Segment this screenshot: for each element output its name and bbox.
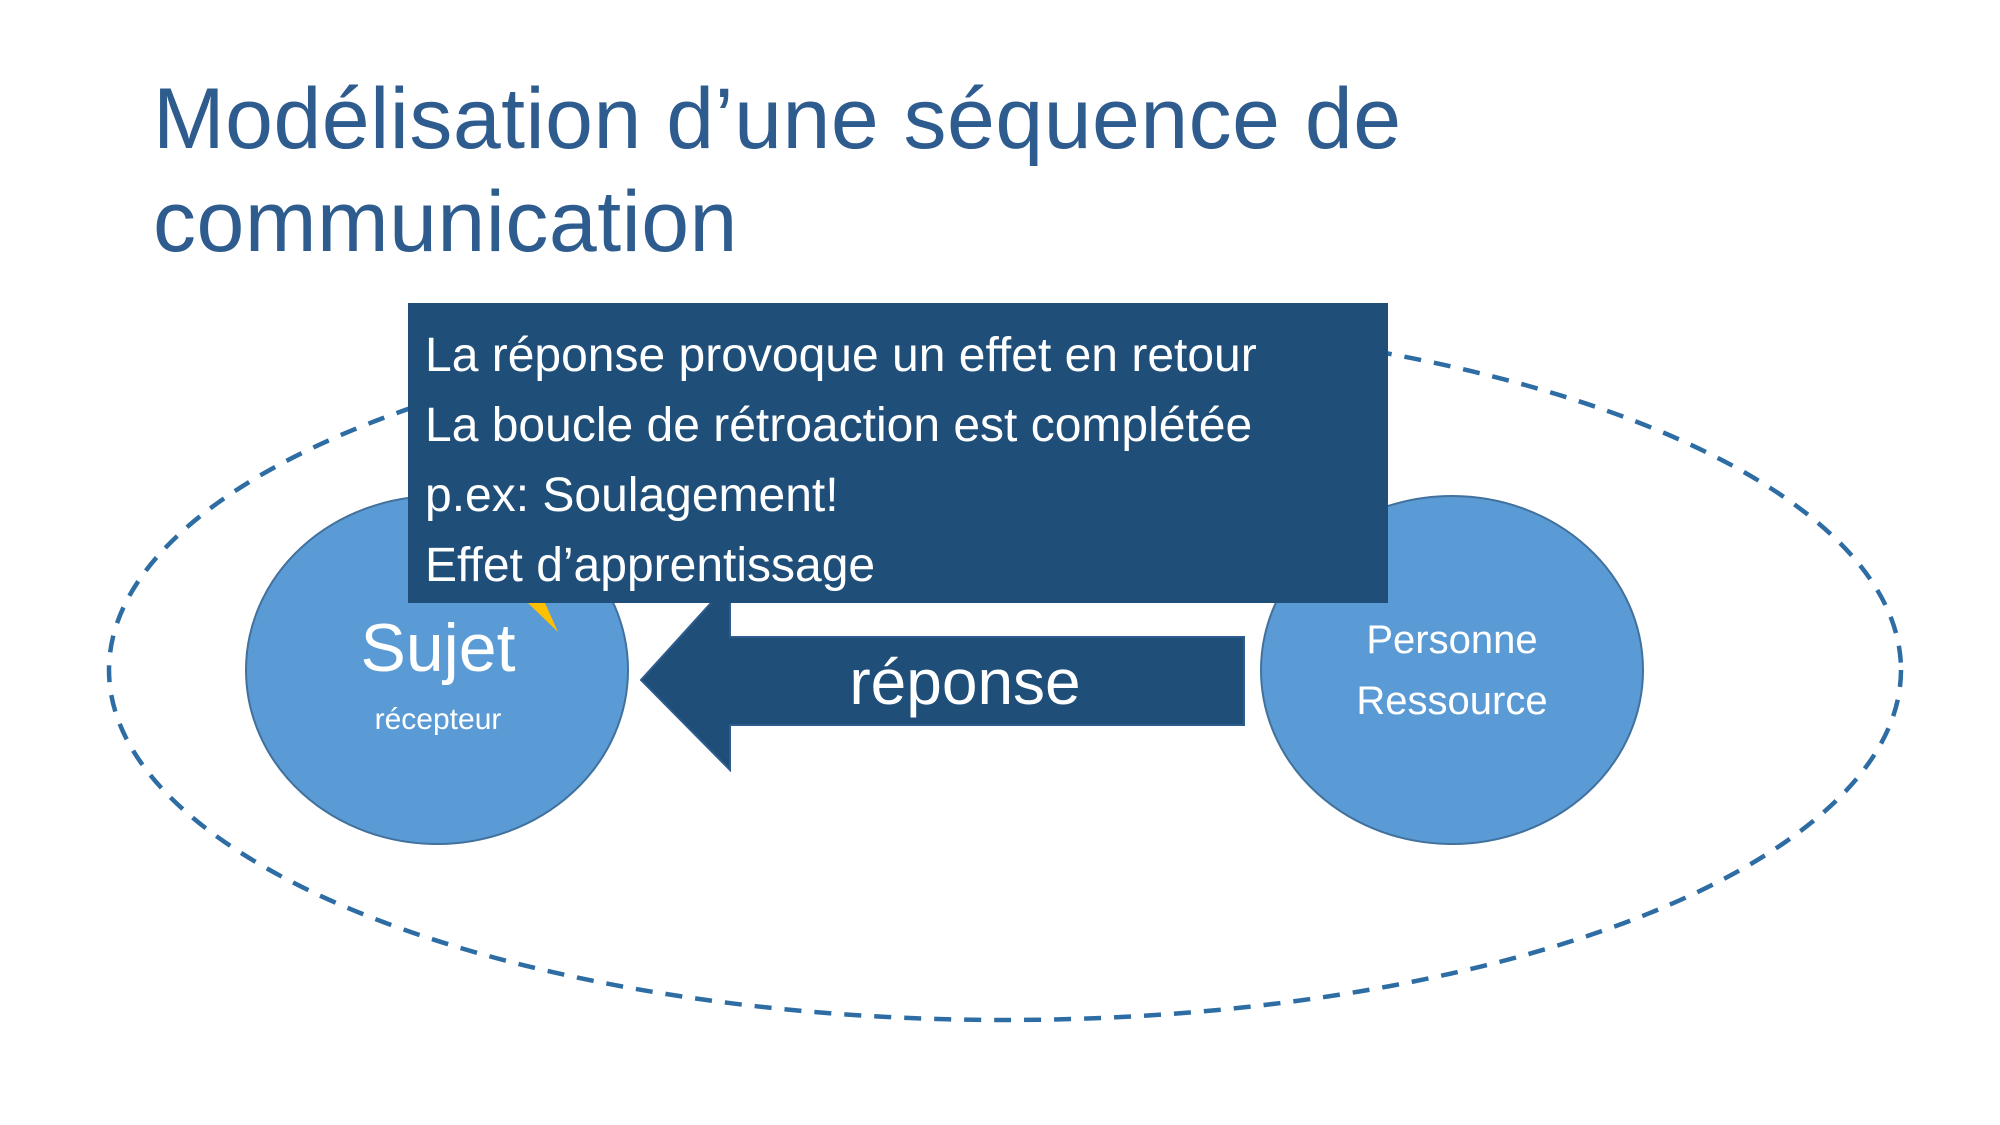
sujet-label: Sujet [360,610,516,686]
callout-line-1: La réponse provoque un effet en retour [425,329,1257,382]
callout-line-4: Effet d’apprentissage [425,539,876,592]
callout-line-2: La boucle de rétroaction est complétée [425,399,1253,452]
callout-line-3: p.ex: Soulagement! [425,469,839,522]
feedback-callout-box: La réponse provoque un effet en retour L… [408,303,1388,603]
reponse-arrow [639,579,1245,773]
personne-ressource-label: Personne Ressource [1252,610,1652,732]
recepteur-label: récepteur [374,703,502,736]
feedback-loop-ellipse [106,317,1904,1023]
slide-title: Modélisation d’une séquence de communica… [153,68,1653,274]
accent-pointer-icon [528,603,558,632]
title-line-2: communication [153,174,738,270]
title-line-1: Modélisation d’une séquence de [153,71,1402,167]
personne-label-line-1: Personne [1366,618,1538,662]
personne-label-line-2: Ressource [1356,679,1548,723]
reponse-arrow-label: réponse [849,646,1081,718]
